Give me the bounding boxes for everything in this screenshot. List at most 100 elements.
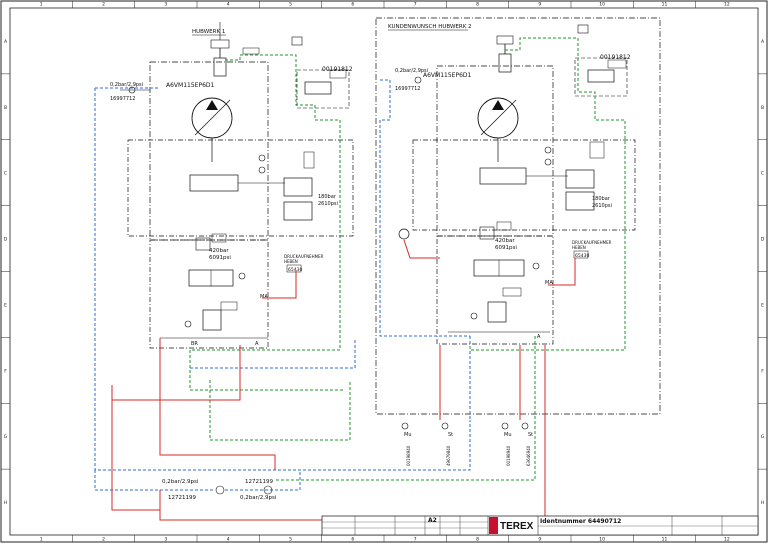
port-3-symbol — [501, 422, 509, 430]
circuit-1-druck-label2: HEBEN — [284, 259, 298, 264]
circuit-2-druck-label2: HEBEN — [572, 245, 586, 250]
grid-row-label: E — [761, 302, 764, 308]
circuit-1-druck-part: 65430 — [288, 267, 302, 273]
grid-col-label: 1 — [40, 2, 43, 8]
port-1-symbol — [401, 422, 409, 430]
grid-row-label: H — [4, 500, 7, 506]
terex-logo-mark — [489, 517, 498, 534]
grid-col-label: 10 — [599, 537, 605, 543]
grid-row-label: G — [4, 434, 8, 440]
circuit-2-relief-pressure: 420bar — [495, 238, 515, 244]
grid-row-label: C — [4, 171, 7, 177]
ident-number: Identnummer 64490712 — [540, 518, 621, 525]
circuit-1-druck-label: DRUCKAUFNEHMER — [284, 254, 324, 259]
circuit-2-pressure-low-psi: 2610psi — [592, 203, 612, 209]
circuit-2-pressure-valve: 0,2bar/2,9psi — [395, 68, 428, 74]
circuit-1-port-ma: MA — [260, 294, 268, 300]
port-4-code: 63646940 — [526, 445, 531, 466]
circuit-1-relief-psi: 6091psi — [209, 255, 231, 261]
grid-row-label: A — [761, 39, 765, 45]
circuit-1-port-a: A — [255, 341, 259, 347]
title-block: A2 TEREX Identnummer 64490712 — [321, 515, 759, 536]
grid-col-label: 6 — [351, 2, 354, 8]
grid-col-label: 7 — [414, 2, 417, 8]
bottom-valves: 0,2bar/2,9psi 12721199 12721199 0,2bar/2… — [162, 479, 277, 501]
grid-col-label: 1 — [40, 537, 43, 543]
bottom-valve-1-pressure: 0,2bar/2,9psi — [162, 479, 199, 485]
circuit-1-pressure-low: 180bar — [318, 194, 337, 200]
grid-row-label: C — [761, 171, 764, 177]
grid-col-label: 5 — [289, 537, 292, 543]
grid-col-label: 7 — [414, 537, 417, 543]
grid-col-label: 3 — [164, 2, 167, 8]
grid-row-label: H — [761, 500, 764, 506]
circuit-2-druck-label: DRUCKAUFNEHMER — [572, 240, 612, 245]
grid-col-label: 9 — [538, 537, 541, 543]
circuit-2-pressure-low: 180bar — [592, 196, 611, 202]
grid-col-label: 11 — [662, 2, 668, 8]
grid-col-label: 2 — [102, 537, 105, 543]
grid-row-label: F — [761, 368, 764, 374]
circuit-2-druck-part: 65430 — [575, 253, 589, 259]
port-1-label: Mu — [404, 432, 411, 438]
circuit-2-part-left: 16997712 — [395, 86, 420, 92]
grid-col-label: 4 — [227, 2, 230, 8]
circuit-1-part-top: 00191812 — [322, 66, 353, 73]
grid-row-label: F — [4, 368, 7, 374]
circuit-2-relief-psi: 6091psi — [495, 245, 517, 251]
grid-col-label: 8 — [476, 2, 479, 8]
port-4-symbol — [521, 422, 529, 430]
grid-col-label: 6 — [351, 537, 354, 543]
circuit-1-pressure-low-psi: 2610psi — [318, 201, 338, 207]
circuit-2-port-ma: MA — [545, 280, 553, 286]
grid-col-label: 12 — [724, 2, 730, 8]
grid-col-label: 3 — [164, 537, 167, 543]
motor-1-model: A6VM115EP6D1 — [166, 82, 215, 89]
port-3-label: Mu — [504, 432, 511, 438]
grid-row-label: A — [4, 39, 8, 45]
grid-row-label: E — [4, 302, 7, 308]
port-3-code: 00198940 — [506, 445, 511, 466]
grid-col-label: 5 — [289, 2, 292, 8]
circuit-1-title: HUBWERK 1 — [192, 29, 225, 35]
bottom-valve-2-pressure: 0,2bar/2,9psi — [240, 495, 277, 501]
terex-logo: TEREX — [500, 521, 534, 532]
circuit-1-relief-pressure: 420bar — [209, 248, 229, 254]
grid-col-label: 4 — [227, 537, 230, 543]
circuit-2-title: KUNDENWUNSCH HUBWERK 2 — [388, 24, 472, 30]
circuit-1-port-br: BR — [191, 341, 198, 347]
grid-row-label: D — [4, 237, 8, 243]
grid-col-label: 12 — [724, 537, 730, 543]
bottom-valve-1-part: 12721199 — [168, 495, 196, 501]
port-2-label: St — [448, 432, 453, 438]
circuit-1: HUBWERK 1 A6VM115EP6D1 0,2bar/2,9psi 169… — [110, 22, 354, 349]
port-2-code: 49679840 — [446, 445, 451, 466]
port-1-code: 00198940 — [406, 445, 411, 466]
grid-col-label: 8 — [476, 537, 479, 543]
title-format: A2 — [428, 517, 437, 524]
grid-row-label: B — [4, 105, 7, 111]
motor-2-outline — [436, 65, 554, 237]
port-2-symbol — [441, 422, 449, 430]
grid-row-label: D — [761, 237, 765, 243]
port-connectors: Mu 00198940 St 49679840 Mu 00198940 St 6… — [401, 422, 533, 466]
grid-row-label: B — [761, 105, 764, 111]
circuit-2-port-a: A — [537, 334, 541, 340]
port-4-label: St — [528, 432, 533, 438]
customer-option-box — [375, 17, 661, 415]
bottom-valve-2-part: 12721199 — [245, 479, 273, 485]
circuit-2: KUNDENWUNSCH HUBWERK 2 A6VM115EP6D1 0,2b… — [375, 17, 661, 415]
circuit-1-part-left: 16997712 — [110, 96, 135, 102]
grid-col-label: 10 — [599, 2, 605, 8]
grid-col-label: 9 — [538, 2, 541, 8]
grid-row-label: G — [761, 434, 765, 440]
pipe-lines — [94, 37, 626, 521]
grid-col-label: 2 — [102, 2, 105, 8]
circuit-1-pressure-valve: 0,2bar/2,9psi — [110, 82, 143, 88]
motor-2-model: A6VM115EP6D1 — [423, 72, 472, 79]
circuit-2-part-top: 00191812 — [600, 54, 631, 61]
motor-1-outline — [149, 61, 269, 241]
grid-col-label: 11 — [662, 537, 668, 543]
